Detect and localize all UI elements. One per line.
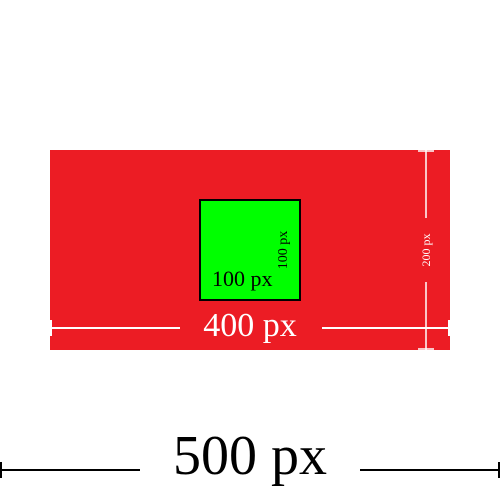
inner-green-square <box>199 199 301 301</box>
outer-width-label: 400 px <box>203 307 297 344</box>
outer-height-label: 200 px <box>419 230 433 270</box>
inner-width-label: 100 px <box>212 266 273 291</box>
inner-height-label: 100 px <box>276 230 291 270</box>
canvas-width-label: 500 px <box>163 428 337 484</box>
